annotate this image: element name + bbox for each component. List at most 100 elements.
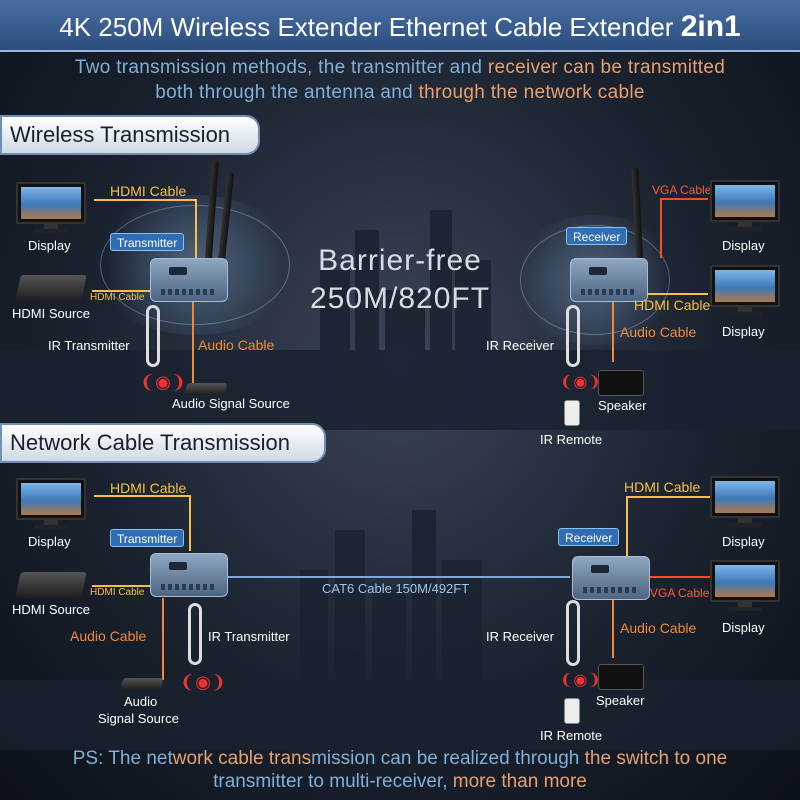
net-display-right-top-monitor	[710, 476, 780, 528]
audio-source-box	[184, 383, 228, 395]
net-vga-line	[650, 576, 710, 578]
display-left-label: Display	[28, 238, 71, 253]
net-hdmi-right-line	[626, 496, 710, 498]
vga-hline	[660, 198, 708, 200]
net-ir-signal-icon: ❨◉❩	[180, 672, 226, 692]
hdmi-right-line	[648, 293, 708, 295]
net-receiver-device	[572, 556, 650, 600]
ir-remote-label: IR Remote	[540, 432, 603, 447]
rx-badge: Receiver	[566, 227, 628, 245]
hdmi-cable-right-label: HDMI Cable	[634, 297, 711, 313]
ir-receiver-label: IR Receiver	[486, 338, 554, 353]
audio-cable-line	[192, 302, 194, 384]
net-ir-receiver-cable	[566, 600, 580, 666]
net-display-right-top-label: Display	[722, 534, 765, 549]
cat6-cable-label: CAT6 Cable 150M/492FT	[322, 581, 470, 596]
net-audio-cable-right-label: Audio Cable	[620, 620, 697, 636]
net-ir-remote-icon	[564, 698, 580, 724]
net-hdmi-cable-small-label: HDMI Cable	[90, 587, 145, 598]
net-ir-remote-signal-icon: ❨◉❩	[560, 672, 601, 689]
display-right-top-label: Display	[722, 238, 765, 253]
display-right-bottom-monitor	[710, 265, 780, 317]
footer-text-1d: the switch to one	[584, 748, 728, 769]
title-suffix: 2in1	[680, 10, 741, 43]
net-hdmi-cable-label: HDMI Cable	[110, 480, 187, 496]
net-hdmi-cable-right-label: HDMI Cable	[624, 479, 701, 495]
footer-line-2: transmitter to multi-receiver, more than…	[0, 771, 800, 793]
net-audio-spacer	[70, 600, 162, 602]
receiver-device	[570, 258, 648, 302]
hdmi-cable-vline	[195, 199, 197, 269]
net-audio-line2-label: Signal Source	[98, 711, 179, 726]
cat6-cable-line	[228, 576, 570, 578]
audio-cable-right-label: Audio Cable	[620, 324, 697, 340]
page-title: 4K 250M Wireless Extender Ethernet Cable…	[0, 10, 800, 44]
vga-cable-label: VGA Cable	[652, 183, 712, 197]
ir-remote-icon	[564, 400, 580, 426]
ir-transmitter-cable	[146, 305, 160, 367]
intro-line-1: Two transmission methods, the transmitte…	[0, 57, 800, 79]
net-rx-badge: Receiver	[558, 528, 620, 546]
title-main: 4K 250M Wireless Extender Ethernet Cable…	[59, 12, 674, 42]
hdmi-cable-label: HDMI Cable	[110, 183, 187, 199]
display-right-top-monitor	[710, 180, 780, 232]
ir-signal-icon: ❨◉❩	[140, 372, 186, 392]
hdmi-cable-line	[94, 199, 196, 201]
net-ir-transmitter-label: IR Transmitter	[208, 629, 290, 644]
footer-text-2a: transmitter to multi-receiver,	[213, 771, 453, 792]
intro-text-1b: receiver can be transmitted	[487, 57, 726, 78]
net-hdmi-source-label: HDMI Source	[12, 602, 91, 617]
barrier-free-text: Barrier-free	[318, 244, 482, 277]
display-right-bottom-label: Display	[722, 324, 765, 339]
net-vga-cable-label: VGA Cable	[650, 586, 710, 600]
transmitter-device	[150, 258, 228, 302]
vga-vline	[660, 198, 662, 258]
net-speaker-label: Speaker	[596, 693, 645, 708]
net-transmitter-device	[150, 553, 228, 597]
city-skyline-bottom	[0, 510, 800, 750]
net-audio-source-box	[120, 678, 164, 690]
tx-badge: Transmitter	[110, 233, 185, 251]
net-audio-line	[162, 598, 164, 680]
hdmi-source-box	[15, 275, 87, 301]
footer-text-1a: PS: The net	[72, 748, 173, 769]
net-audio-line1-label: Audio	[124, 694, 158, 709]
net-display-left-monitor	[16, 478, 86, 530]
net-hdmi-source-box	[15, 572, 87, 598]
intro-line-2: both through the antenna and through the…	[0, 82, 800, 104]
distance-text: 250M/820FT	[309, 282, 491, 315]
net-hdmi-small-line	[92, 585, 150, 587]
net-hdmi-line	[94, 495, 190, 497]
net-tx-badge: Transmitter	[110, 529, 185, 547]
net-speaker-icon	[598, 664, 644, 690]
hdmi-source-label: HDMI Source	[12, 306, 91, 321]
ir-receiver-cable	[566, 305, 580, 367]
title-bar: 4K 250M Wireless Extender Ethernet Cable…	[0, 0, 800, 52]
net-display-right-bottom-label: Display	[722, 620, 765, 635]
audio-signal-source-label: Audio Signal Source	[172, 396, 290, 411]
audio-right-line	[612, 302, 614, 362]
footer-text-2b: more than more	[452, 771, 587, 792]
audio-cable-label: Audio Cable	[198, 337, 275, 353]
net-display-right-bottom-monitor	[710, 560, 780, 612]
footer-text-1b: work cable trans	[172, 748, 312, 769]
net-ir-remote-label: IR Remote	[540, 728, 603, 743]
rx-signal-ring	[520, 225, 670, 335]
intro-text-1a: Two transmission methods, the transmitte…	[74, 57, 488, 78]
ir-remote-signal-icon: ❨◉❩	[560, 374, 601, 391]
ir-transmitter-label: IR Transmitter	[48, 338, 130, 353]
net-ir-receiver-label: IR Receiver	[486, 629, 554, 644]
net-hdmi-right-vline	[626, 496, 628, 556]
net-audio-cable-label: Audio Cable	[70, 628, 147, 644]
speaker-label: Speaker	[598, 398, 647, 413]
section-network-title: Network Cable Transmission	[0, 423, 326, 463]
footer-line-1: PS: The network cable transmission can b…	[0, 748, 800, 770]
hdmi-cable-small-label: HDMI Cable	[90, 292, 145, 303]
net-display-left-label: Display	[28, 534, 71, 549]
net-hdmi-vline	[189, 495, 191, 551]
hdmi-small-line	[92, 290, 150, 292]
section-wireless-title: Wireless Transmission	[0, 115, 260, 155]
speaker-icon	[598, 370, 644, 396]
net-audio-right-line	[612, 600, 614, 658]
display-left-monitor	[16, 182, 86, 234]
